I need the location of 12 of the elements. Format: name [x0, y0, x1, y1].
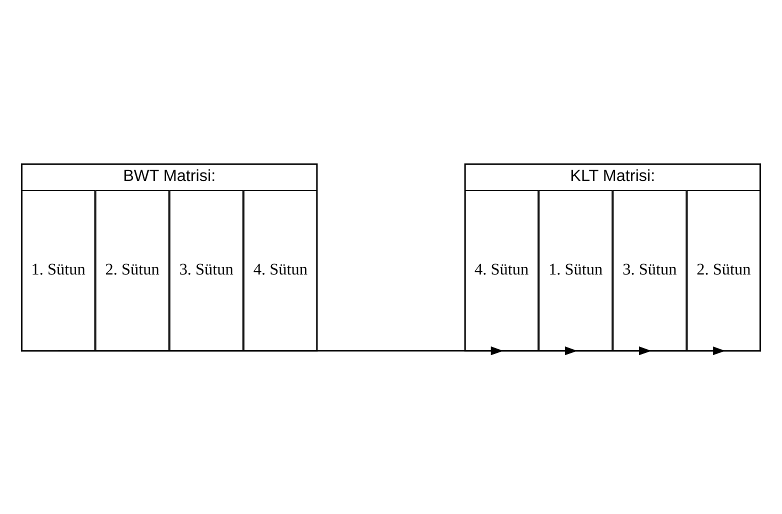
node-box: 3. Sütun [612, 190, 687, 351]
node-box: 2. Sütun [686, 190, 761, 351]
node-box: 4. Sütun [464, 190, 539, 351]
node-box: 1. Sütun [21, 190, 96, 351]
node-box: 1. Sütun [538, 190, 613, 351]
node-box: 3. Sütun [169, 190, 244, 351]
arrow [206, 346, 578, 355]
node-box: 2. Sütun [95, 190, 170, 351]
arrow [58, 346, 726, 355]
node-box: 4. Sütun [243, 190, 318, 351]
arrow [280, 346, 504, 355]
arrow [132, 346, 652, 355]
